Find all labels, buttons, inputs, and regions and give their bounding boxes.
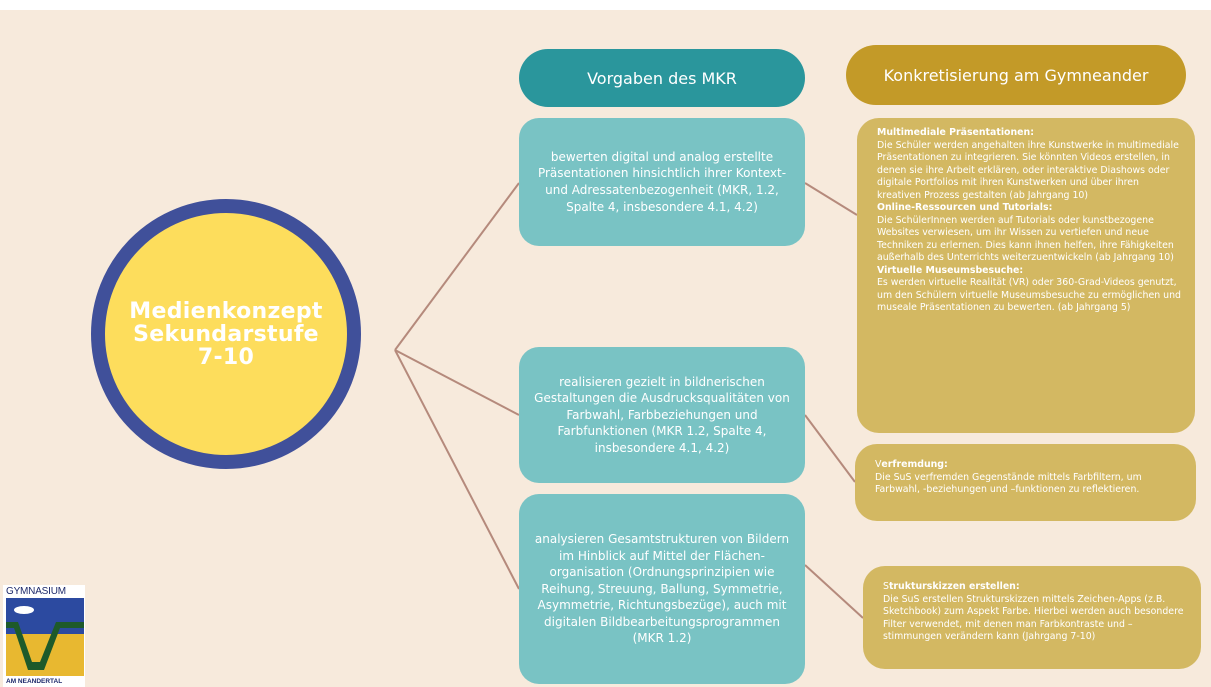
center-circle: Medienkonzept Sekundarstufe 7-10 bbox=[91, 199, 361, 469]
konk2-title: Verfremdung: bbox=[875, 459, 1182, 472]
konk3-title: Strukturskizzen erstellen: bbox=[883, 581, 1187, 594]
konk3-title-rest: trukturskizzen erstellen: bbox=[888, 581, 1020, 592]
mkr-box-1: bewerten digital und analog erstellte Pr… bbox=[519, 118, 805, 246]
konk-box-2: Verfremdung: Die SuS verfremden Gegenstä… bbox=[855, 444, 1196, 521]
connector-center-mkr1 bbox=[394, 182, 520, 351]
top-bar bbox=[0, 0, 1211, 10]
school-logo: GYMNASIUM AM NEANDERTAL bbox=[3, 585, 85, 687]
connector-mkr3-konk3 bbox=[804, 564, 864, 619]
konk3-title-first: S bbox=[883, 581, 889, 592]
header-mkr-label: Vorgaben des MKR bbox=[587, 68, 737, 88]
connector-mkr1-konk1 bbox=[804, 182, 858, 216]
konk-box-1: Multimediale Präsentationen: Die Schüler… bbox=[857, 118, 1195, 433]
konk1-title-3: Virtuelle Museumsbesuche: bbox=[877, 264, 1024, 276]
logo-top-text: GYMNASIUM bbox=[6, 586, 66, 597]
mkr-box-3: analysieren Gesamtstrukturen von Bildern… bbox=[519, 494, 805, 684]
konk1-text-3: Es werden virtuelle Realität (VR) oder 3… bbox=[877, 277, 1181, 313]
header-gymneander: Konkretisierung am Gymneander bbox=[846, 45, 1186, 105]
connector-mkr2-konk2 bbox=[804, 414, 856, 483]
konk-box-3: Strukturskizzen erstellen: Die SuS erste… bbox=[863, 566, 1201, 669]
mkr-text-1: bewerten digital und analog erstellte Pr… bbox=[537, 149, 787, 214]
konk3-text: Die SuS erstellen Strukturskizzen mittel… bbox=[883, 593, 1184, 643]
mkr-text-2: realisieren gezielt in bildnerischen Ges… bbox=[534, 374, 790, 455]
konk1-title-2: Online-Ressourcen und Tutorials: bbox=[877, 202, 1053, 213]
logo-emblem-icon bbox=[6, 598, 84, 676]
konk1-text-2: Die SchülerInnen werden auf Tutorials od… bbox=[877, 214, 1174, 264]
mkr-box-2: realisieren gezielt in bildnerischen Ges… bbox=[519, 347, 805, 483]
mkr-text-3: analysieren Gesamtstrukturen von Bildern… bbox=[534, 531, 790, 646]
konk1-title-1: Multimediale Präsentationen: bbox=[877, 127, 1034, 138]
konk2-title-rest: erfremdung: bbox=[881, 459, 948, 470]
header-gymneander-label: Konkretisierung am Gymneander bbox=[883, 65, 1149, 85]
logo-bottom-text: AM NEANDERTAL bbox=[6, 678, 63, 685]
konk2-title-first: V bbox=[875, 459, 882, 470]
connector-center-mkr2 bbox=[394, 349, 520, 416]
connector-center-mkr3 bbox=[394, 349, 520, 590]
center-title: Medienkonzept Sekundarstufe 7-10 bbox=[129, 298, 323, 370]
konk2-text: Die SuS verfremden Gegenstände mittels F… bbox=[875, 471, 1142, 496]
konk1-text-1: Die Schüler werden angehalten ihre Kunst… bbox=[877, 139, 1179, 201]
header-mkr: Vorgaben des MKR bbox=[519, 49, 805, 107]
